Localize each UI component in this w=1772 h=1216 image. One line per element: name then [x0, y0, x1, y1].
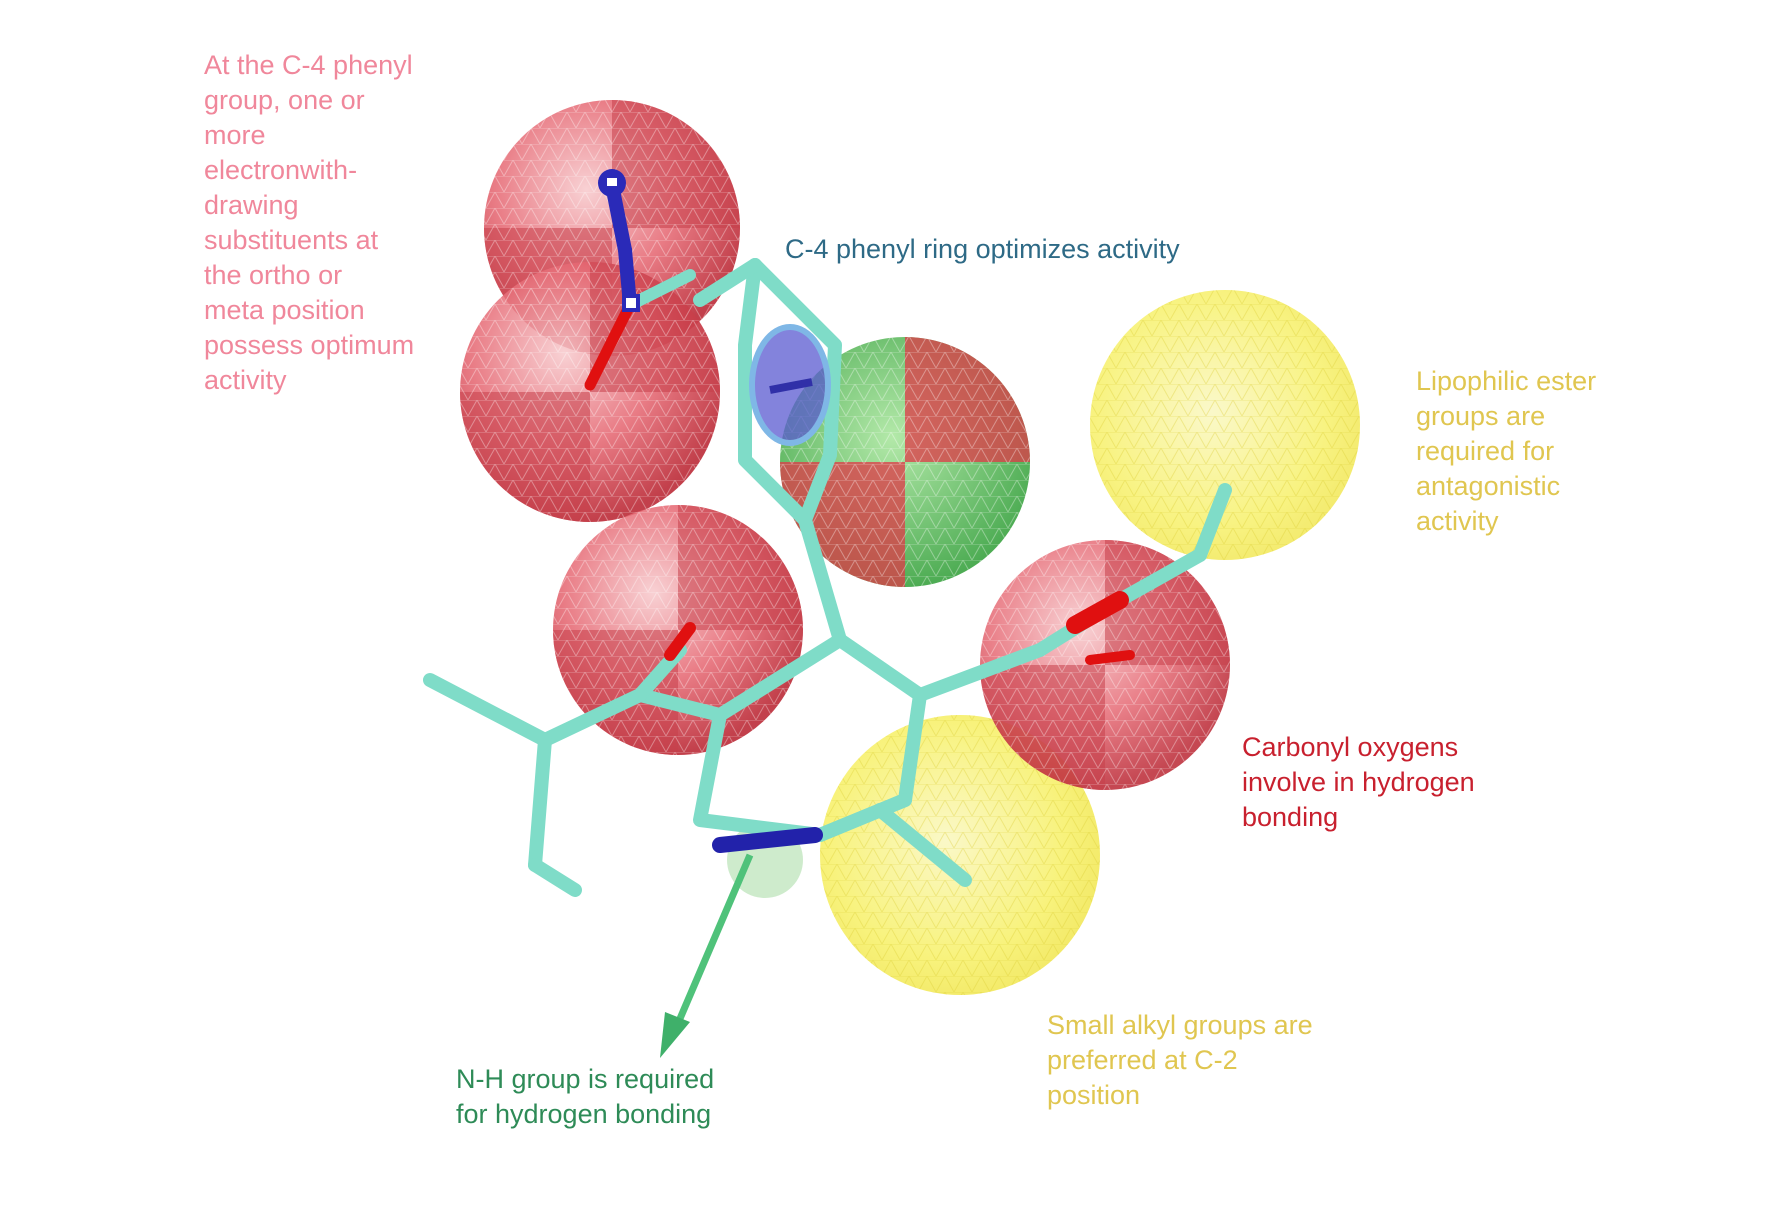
annotation-line: electronwith-: [204, 155, 358, 185]
nh-group-annotation: N-H group is required for hydrogen bondin…: [456, 1062, 714, 1132]
phenyl-ring-annotation: C-4 phenyl ring optimizes activity: [785, 232, 1180, 267]
annotation-line: involve in hydrogen: [1242, 767, 1475, 797]
annotation-line: meta position: [204, 295, 365, 325]
annotation-line: required for: [1416, 436, 1555, 466]
annotation-line: At the C-4 phenyl: [204, 50, 413, 80]
acceptor-sphere-carbonyl-right: [980, 540, 1230, 790]
aromatic-centroid: [749, 324, 831, 446]
carbonyl-oxygen-right: [1066, 591, 1135, 665]
annotation-line: N-H group is required: [456, 1064, 715, 1094]
annotation-line: activity: [1416, 506, 1499, 536]
annotation-line: activity: [204, 365, 287, 395]
electron-withdrawing-annotation: At the C-4 phenyl group, one or more electr…: [204, 48, 414, 398]
annotation-line: drawing: [204, 190, 299, 220]
annotation-line: Carbonyl oxygens: [1242, 732, 1459, 762]
annotation-line: for hydrogen bonding: [456, 1099, 712, 1129]
nh-vector-arrow: [660, 853, 754, 1058]
annotation-line: C-4 phenyl ring optimizes activity: [785, 234, 1180, 264]
annotation-line: bonding: [1242, 802, 1339, 832]
nitrogen-atom: [712, 827, 823, 853]
acceptor-sphere-nitro-bottom: [460, 262, 720, 522]
annotation-line: position: [1047, 1080, 1141, 1110]
annotation-line: Small alkyl groups are: [1047, 1010, 1313, 1040]
annotation-line: possess optimum: [204, 330, 415, 360]
hydrophobic-sphere-ester: [1090, 290, 1360, 560]
annotation-line: group, one or: [204, 85, 365, 115]
carbonyl-oxygen-left: [664, 622, 696, 661]
annotation-line: Lipophilic ester: [1416, 366, 1597, 396]
annotation-line: the ortho or: [204, 260, 343, 290]
annotation-line: substituents at: [204, 225, 379, 255]
nitro-group: [584, 169, 696, 391]
annotation-line: antagonistic: [1416, 471, 1561, 501]
acceptor-sphere-carbonyl-left: [553, 505, 803, 755]
molecule-skeleton: [423, 258, 1232, 897]
annotation-line: preferred at C-2: [1047, 1045, 1238, 1075]
lipophilic-ester-annotation: Lipophilic ester groups are required for an…: [1416, 364, 1596, 539]
alkyl-annotation: Small alkyl groups are preferred at C-2 po…: [1047, 1008, 1313, 1113]
carbonyl-annotation: Carbonyl oxygens involve in hydrogen bondi…: [1242, 730, 1475, 835]
hydrophobic-sphere-c2: [820, 715, 1100, 995]
annotation-line: more: [204, 120, 266, 150]
annotation-line: groups are: [1416, 401, 1546, 431]
